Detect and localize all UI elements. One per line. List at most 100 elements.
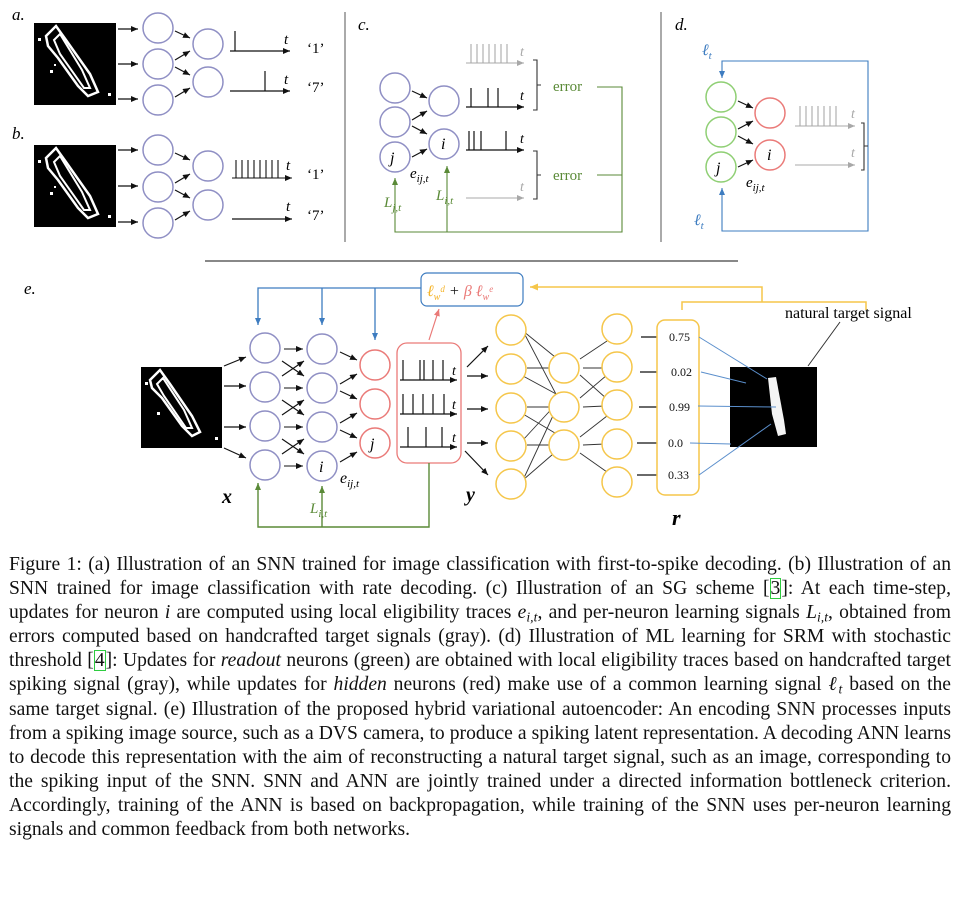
input-variable-x: x bbox=[221, 486, 232, 508]
neuron-i-label: i bbox=[319, 459, 323, 476]
reconstruction-vector bbox=[656, 319, 700, 496]
learning-signal-j: Lj,t bbox=[383, 195, 402, 214]
ann-hidden-neuron bbox=[548, 352, 580, 384]
ann-hidden-neuron bbox=[548, 391, 580, 423]
time-axis-label: t bbox=[452, 431, 457, 446]
output-variable-r: r bbox=[672, 505, 681, 530]
math-symbol: ℓ bbox=[828, 674, 839, 696]
input-arrows bbox=[118, 26, 138, 102]
output-neuron bbox=[428, 85, 460, 117]
common-signal-bottom: ℓt bbox=[694, 212, 705, 232]
figure-caption: Figure 1: (a) Illustration of an SNN tra… bbox=[9, 554, 952, 841]
snn-neuron bbox=[249, 332, 281, 364]
snn-neuron bbox=[306, 411, 338, 443]
class-label-1: ‘1’ bbox=[307, 167, 325, 183]
neuron-i-label: i bbox=[767, 147, 771, 164]
panel-e-label: e. bbox=[24, 279, 36, 298]
ann-input-neuron bbox=[495, 392, 527, 424]
learning-signal-path bbox=[392, 86, 623, 233]
spike-train-7 bbox=[230, 71, 290, 94]
output-neuron bbox=[192, 66, 224, 98]
eligibility-trace-label: eij,t bbox=[340, 470, 360, 490]
error-label: error bbox=[553, 79, 582, 95]
target-spike-train bbox=[795, 106, 855, 129]
time-axis-label: t bbox=[284, 32, 289, 48]
time-axis-label: t bbox=[520, 45, 525, 60]
input-neuron bbox=[142, 48, 174, 80]
latent-spike-train bbox=[400, 360, 457, 383]
citation-link[interactable]: 4 bbox=[93, 650, 106, 672]
latent-spike-train bbox=[400, 427, 457, 450]
time-axis-label: t bbox=[520, 132, 525, 147]
ann-output-neuron bbox=[601, 428, 633, 460]
latent-spike-train bbox=[400, 394, 457, 417]
common-signal-path bbox=[719, 60, 869, 146]
latent-variable-y: y bbox=[464, 484, 475, 506]
time-axis-label: t bbox=[520, 180, 525, 195]
time-axis-label: t bbox=[286, 158, 291, 174]
snn-neuron bbox=[249, 371, 281, 403]
panel-d-label: d. bbox=[675, 15, 688, 34]
spike-train-1 bbox=[230, 31, 290, 54]
neuron-i-label: i bbox=[441, 136, 445, 153]
bracket bbox=[533, 150, 541, 200]
ann-output-neuron bbox=[601, 389, 633, 421]
common-signal-top: ℓt bbox=[702, 42, 713, 62]
output-neuron bbox=[192, 189, 224, 221]
learning-signal-label: Li,t bbox=[309, 501, 328, 520]
panel-a-label: a. bbox=[12, 5, 25, 24]
ann-input-neuron bbox=[495, 430, 527, 462]
target-pointer-line bbox=[807, 321, 841, 367]
neuron-j bbox=[379, 141, 411, 173]
ann-input-neuron bbox=[495, 353, 527, 385]
output-value: 0.33 bbox=[668, 468, 689, 482]
learning-signal-path bbox=[255, 463, 430, 528]
output-spike-train bbox=[466, 88, 524, 110]
math-symbol: e bbox=[517, 602, 527, 624]
learning-signal-i: Li,t bbox=[435, 188, 454, 207]
neuron-j-label: j bbox=[714, 160, 721, 177]
class-label-7: ‘7’ bbox=[307, 80, 325, 96]
neuron-j bbox=[705, 151, 737, 183]
time-axis-label: t bbox=[452, 398, 457, 413]
time-axis-label: t bbox=[520, 89, 525, 104]
latent-neuron bbox=[359, 349, 391, 381]
reconstruction-feedback-path bbox=[530, 287, 867, 310]
neuron-j-label: j bbox=[368, 436, 375, 453]
latent-neuron bbox=[359, 388, 391, 420]
output-neuron bbox=[192, 150, 224, 182]
math-symbol: L bbox=[806, 602, 817, 624]
feedback-path bbox=[255, 287, 421, 340]
snn-neuron bbox=[306, 372, 338, 404]
ann-input-neuron bbox=[495, 314, 527, 346]
figure-label: Figure 1: bbox=[9, 554, 82, 575]
snn-neuron bbox=[249, 410, 281, 442]
output-value: 0.99 bbox=[669, 400, 690, 414]
panel-b-label: b. bbox=[12, 124, 25, 143]
neuron-i bbox=[306, 450, 338, 482]
eligibility-trace-label: eij,t bbox=[410, 166, 430, 185]
readout-neuron bbox=[705, 116, 737, 148]
neuron-j bbox=[359, 427, 391, 459]
panel-c: c. j i eij,t t t error bbox=[358, 15, 623, 233]
spike-train-1 bbox=[232, 160, 292, 181]
emphasis: readout bbox=[220, 650, 281, 672]
output-neuron bbox=[192, 28, 224, 60]
pixel-mapping-lines bbox=[689, 336, 777, 476]
output-value: 0.75 bbox=[669, 330, 690, 344]
input-digit-image bbox=[141, 367, 222, 448]
input-neuron bbox=[142, 171, 174, 203]
time-axis-label: t bbox=[851, 146, 856, 161]
input-neuron bbox=[142, 134, 174, 166]
neuron-i bbox=[428, 128, 460, 160]
input-neuron bbox=[142, 84, 174, 116]
snn-neuron bbox=[249, 449, 281, 481]
panel-a: a. bbox=[12, 5, 325, 116]
citation-link[interactable]: 3 bbox=[769, 578, 782, 600]
output-value: 0.0 bbox=[668, 436, 683, 450]
ann-output-neuron bbox=[601, 351, 633, 383]
panel-d: d. ℓt ℓt j i eij,t t t bbox=[675, 15, 869, 232]
mnist-digit-image bbox=[34, 23, 116, 105]
